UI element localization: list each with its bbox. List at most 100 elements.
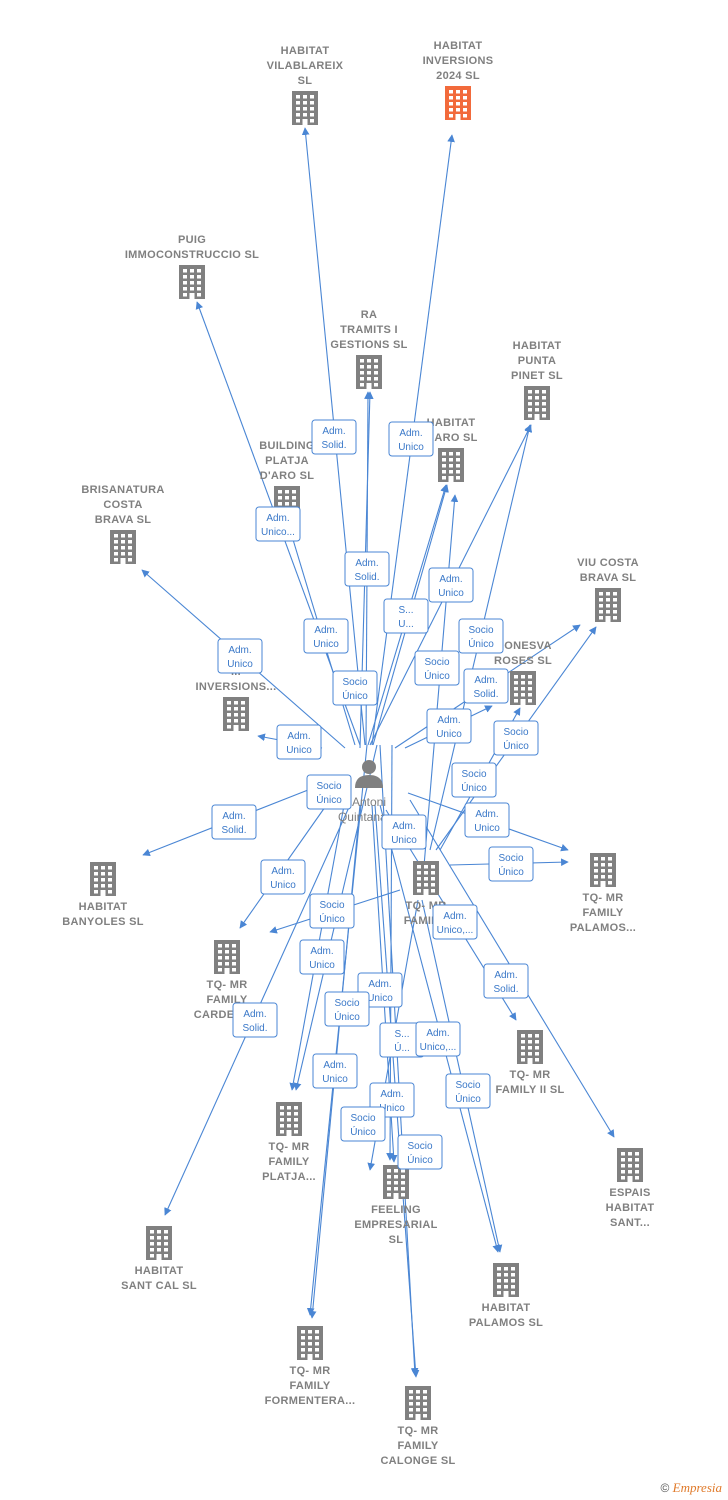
relation-label[interactable]: Adm.Unico	[299, 939, 345, 975]
relation-text: Socio	[498, 853, 523, 864]
relation-text: S...	[398, 605, 413, 616]
relation-text: Unico	[286, 745, 312, 756]
relation-label[interactable]: Adm.Unico	[381, 814, 427, 850]
company-label: FAMILY II SL	[495, 1084, 564, 1096]
company-node-banyoles[interactable]: HABITAT BANYOLES SL	[62, 862, 144, 928]
brand-logo[interactable]: Empresia	[672, 1480, 722, 1495]
relation-label[interactable]: Adm. Solid.	[344, 551, 390, 587]
company-node-habitataro[interactable]: HABITAT...ARO SL	[424, 417, 477, 482]
company-label: IMMOCONSTRUCCIO SL	[125, 249, 259, 261]
relation-text: Único	[503, 739, 529, 752]
company-label: HABITAT	[79, 901, 128, 913]
relation-text: Único	[342, 689, 368, 702]
relation-label[interactable]: Adm.Solid.	[483, 963, 529, 999]
company-label: BRAVA SL	[95, 514, 152, 526]
relation-label[interactable]: Adm.Unico,...	[432, 904, 478, 940]
relation-text: Adm.	[314, 625, 337, 636]
building-icon	[297, 1326, 323, 1360]
relation-text: Adm.	[323, 1060, 346, 1071]
building-icon	[90, 862, 116, 896]
relation-text: Solid.	[354, 572, 379, 583]
company-node-tqpalamos[interactable]: TQ- MRFAMILYPALAMOS...	[570, 853, 636, 934]
relation-text: Socio	[350, 1113, 375, 1124]
relation-label[interactable]: Adm.Solid.	[311, 419, 357, 455]
company-node-formentera[interactable]: TQ- MRFAMILYFORMENTERA...	[265, 1326, 356, 1407]
building-icon	[590, 853, 616, 887]
relation-label[interactable]: Adm.Unico	[428, 567, 474, 603]
relation-text: Único	[316, 793, 342, 806]
relation-text: Adm.	[439, 574, 462, 585]
company-node-coinversions[interactable]: CO......INVERSIONS...	[196, 651, 277, 731]
relation-label[interactable]: Adm.Unico	[388, 421, 434, 457]
company-node-tqplatja[interactable]: TQ- MRFAMILYPLATJA...	[262, 1102, 316, 1183]
relation-label[interactable]: Adm.Unico	[426, 708, 472, 744]
company-label: VIU COSTA	[577, 557, 639, 569]
building-icon	[438, 448, 464, 482]
relation-label[interactable]: Adm.Unico,...	[415, 1021, 461, 1057]
relation-label[interactable]: S...U...	[383, 598, 429, 634]
relation-label[interactable]: S...Ú...	[379, 1022, 425, 1058]
company-label: INVERSIONS...	[196, 681, 277, 693]
relation-text: Adm.	[310, 946, 333, 957]
relation-label[interactable]: Adm.Solid.	[463, 668, 509, 704]
company-label: ...ONESVA	[494, 640, 552, 652]
relation-text: Unico	[436, 729, 462, 740]
company-node-espais[interactable]: ESPAISHABITATSANT...	[606, 1148, 655, 1229]
relation-text: Adm.	[243, 1009, 266, 1020]
relation-text: Adm.	[222, 811, 245, 822]
company-label: ESPAIS	[609, 1187, 650, 1199]
relation-label[interactable]: Adm. Solid.	[211, 804, 257, 840]
building-icon	[356, 355, 382, 389]
relation-text: Adm.	[426, 1028, 449, 1039]
company-label: HABITAT	[281, 45, 330, 57]
relation-text: Solid.	[221, 825, 246, 836]
relation-label[interactable]: Adm.Unico	[260, 859, 306, 895]
building-icon	[510, 671, 536, 705]
building-icon	[517, 1030, 543, 1064]
relation-label[interactable]: Adm.Unico	[303, 618, 349, 654]
company-label: BANYOLES SL	[62, 916, 144, 928]
edge-31	[379, 744, 419, 1376]
relation-label[interactable]: Adm.Unico	[312, 1053, 358, 1089]
relation-label[interactable]: Adm.Solid.	[232, 1002, 278, 1038]
relation-text: Unico	[398, 442, 424, 453]
relation-label[interactable]: Adm.Unico	[464, 802, 510, 838]
company-label: PLATJA...	[262, 1171, 316, 1183]
company-label: HABITAT	[513, 340, 562, 352]
relation-text: Unico	[391, 835, 417, 846]
relation-label[interactable]: Adm.Unico	[217, 638, 263, 674]
relation-text: Unico	[227, 659, 253, 670]
relation-text: Socio	[342, 677, 367, 688]
relation-text: Socio	[316, 781, 341, 792]
relation-label[interactable]: Adm.Unico	[276, 724, 322, 760]
relation-text: Adm.	[355, 558, 378, 569]
relation-text: Único	[319, 912, 345, 925]
relation-label[interactable]: Adm.Unico...	[255, 506, 301, 542]
company-label: BUILDING	[259, 440, 315, 452]
